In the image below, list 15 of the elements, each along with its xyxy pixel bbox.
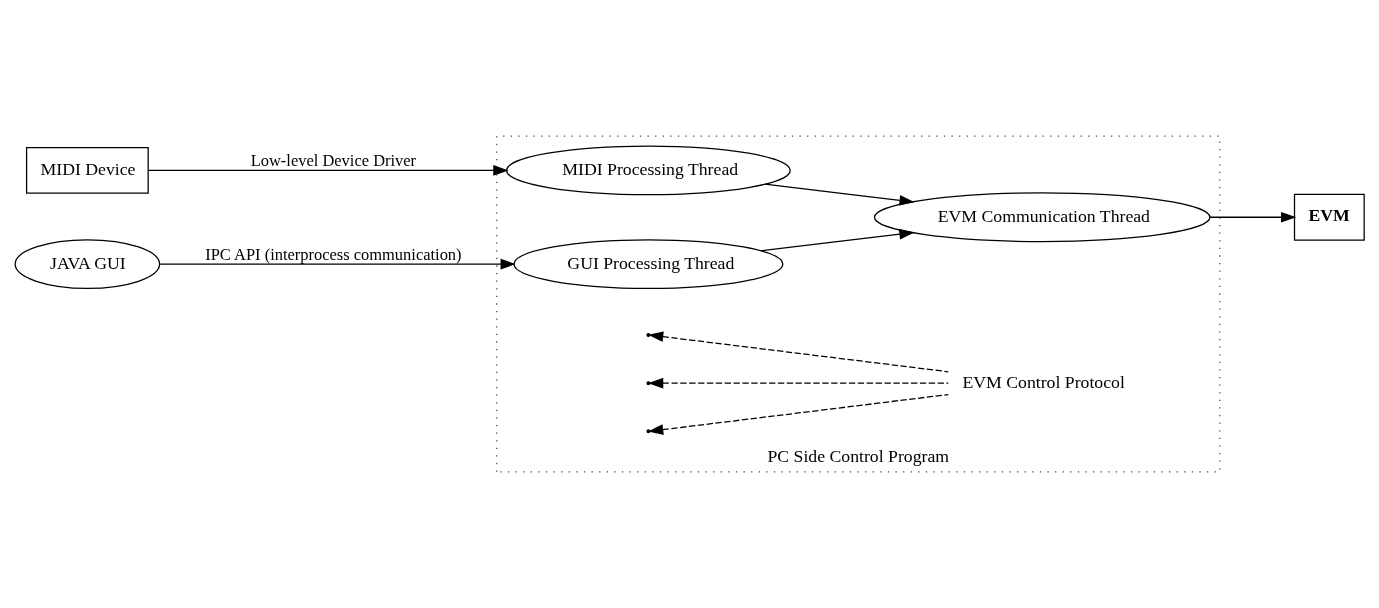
node-ellipse: JAVA GUI	[14, 239, 161, 290]
node-box: MIDI Device	[25, 146, 149, 194]
node-text: EVM Control Protocol	[962, 371, 1125, 392]
arrow	[159, 258, 516, 270]
edge-label: Low-level Device Driver	[250, 150, 417, 170]
node-box: EVM	[1293, 193, 1365, 241]
arrow	[648, 331, 949, 373]
arrow	[764, 183, 915, 206]
edge-label: IPC API (interprocess communication)	[205, 244, 462, 264]
node-ellipse: GUI Processing Thread	[513, 239, 784, 290]
arrow	[760, 228, 915, 252]
arrow	[147, 165, 509, 176]
node-ellipse: MIDI Processing Thread	[506, 145, 791, 196]
arrow	[1209, 211, 1297, 223]
arrow	[648, 377, 949, 389]
